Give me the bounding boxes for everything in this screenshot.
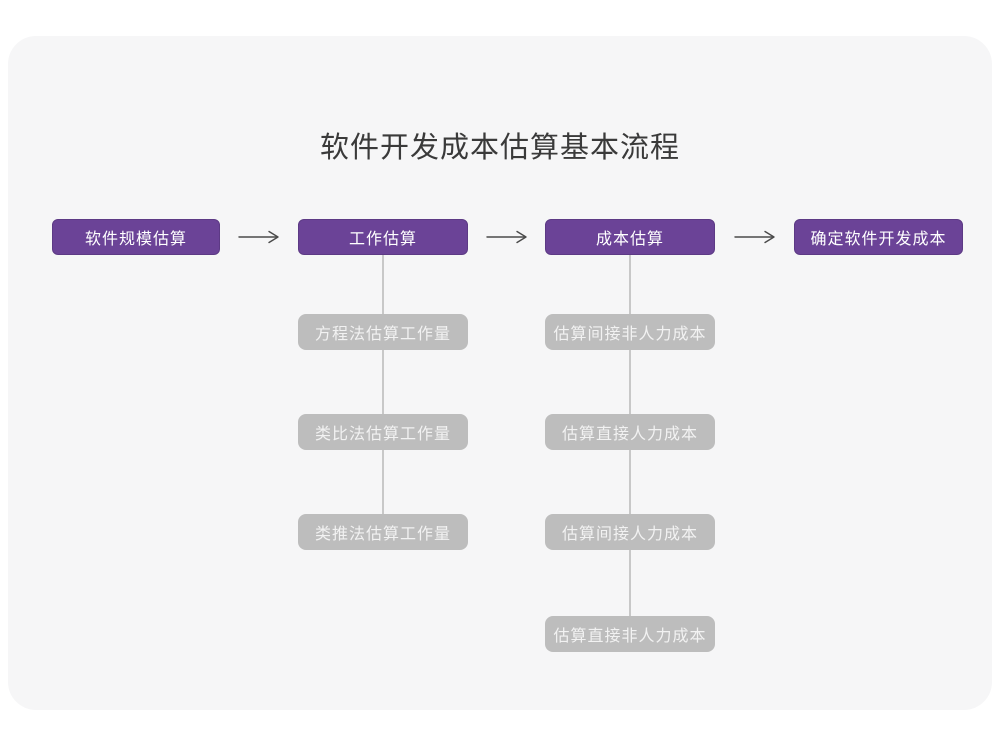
sub-step-label: 类推法估算工作量 (314, 524, 451, 543)
sub-step-label: 估算直接人力成本 (561, 424, 698, 443)
work-method-extrapolation: 类推法估算工作量 (298, 514, 468, 550)
diagram-title: 软件开发成本估算基本流程 (319, 130, 680, 164)
work-method-equation: 方程法估算工作量 (298, 314, 468, 350)
arrow-right-icon (238, 230, 279, 244)
sub-step-label: 估算间接非人力成本 (553, 324, 707, 343)
step-determine-development-cost: 确定软件开发成本 (794, 219, 963, 255)
step-label: 确定软件开发成本 (810, 229, 947, 248)
step-work-estimation: 工作估算 (298, 219, 468, 255)
connector-line-work-estimation (382, 255, 384, 532)
arrow-right-icon (734, 230, 775, 244)
flowchart-card: 软件开发成本估算基本流程 软件规模估算 工作估算 成本估算 确定软件开发成本 (8, 36, 992, 710)
sub-step-label: 方程法估算工作量 (314, 324, 451, 343)
step-label: 成本估算 (595, 229, 664, 248)
step-software-scale-estimation: 软件规模估算 (52, 219, 220, 255)
work-method-analogy: 类比法估算工作量 (298, 414, 468, 450)
cost-item-direct-non-labor: 估算直接非人力成本 (545, 616, 715, 652)
cost-item-indirect-labor: 估算间接人力成本 (545, 514, 715, 550)
sub-step-label: 类比法估算工作量 (314, 424, 451, 443)
step-label: 工作估算 (348, 229, 417, 248)
sub-step-label: 估算直接非人力成本 (553, 626, 707, 645)
sub-step-label: 估算间接人力成本 (561, 524, 698, 543)
cost-item-indirect-non-labor: 估算间接非人力成本 (545, 314, 715, 350)
cost-item-direct-labor: 估算直接人力成本 (545, 414, 715, 450)
step-label: 软件规模估算 (84, 229, 187, 248)
step-cost-estimation: 成本估算 (545, 219, 715, 255)
arrow-right-icon (486, 230, 527, 244)
